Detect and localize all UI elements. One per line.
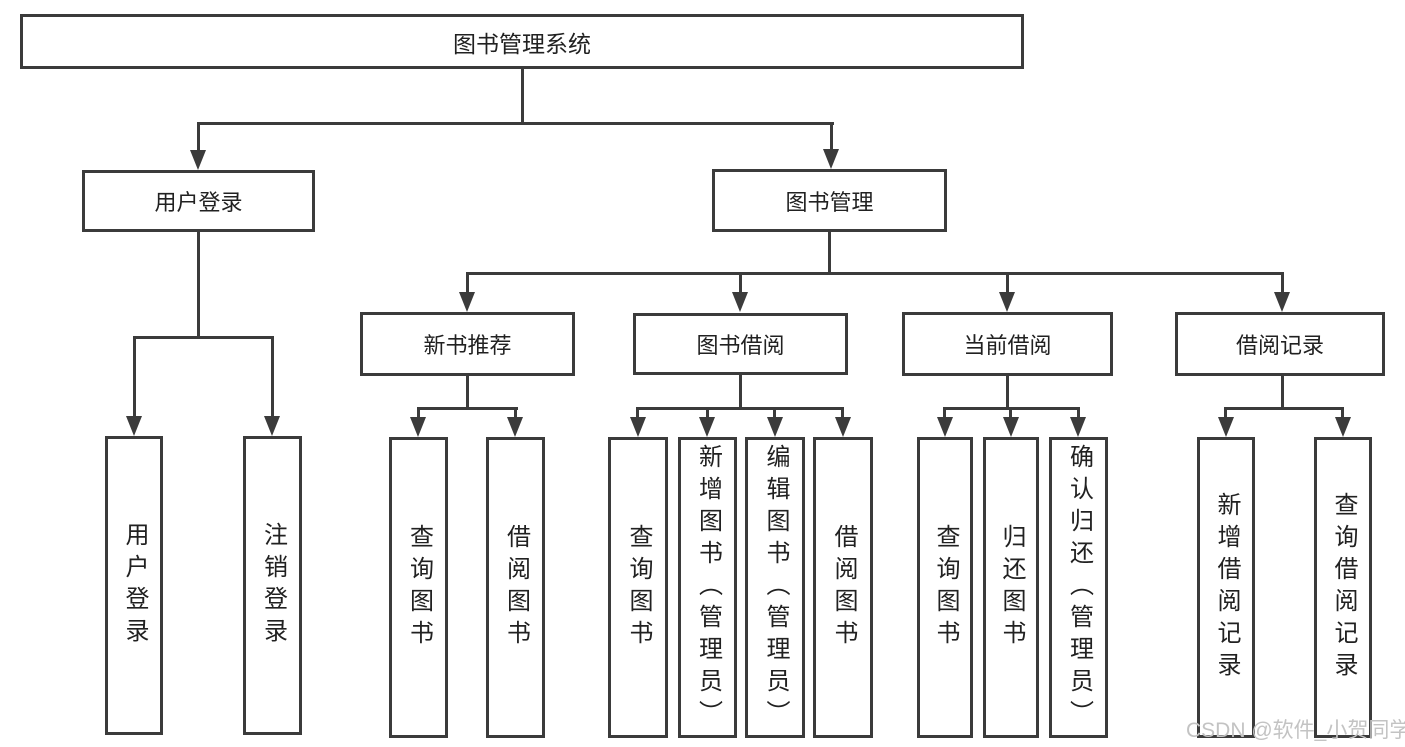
connector-line [133, 336, 274, 339]
leaf-add-books-admin: 新增图书（管理员） [678, 437, 737, 738]
connector-line [1006, 272, 1009, 295]
connector-line [739, 375, 742, 409]
connector-line [417, 407, 518, 410]
leaf-query-books-current-label: 查询图书 [932, 523, 959, 652]
leaf-borrow-books-recommend: 借阅图书 [486, 437, 545, 738]
leaf-confirm-return-admin-label: 确认归还（管理员） [1065, 443, 1093, 732]
arrowhead-down-icon [459, 292, 475, 312]
arrowhead-down-icon [999, 292, 1015, 312]
connector-line [706, 407, 709, 420]
connector-line [1281, 272, 1284, 295]
leaf-edit-books-admin: 编辑图书（管理员） [745, 437, 805, 738]
connector-line [197, 232, 200, 336]
node-borrowing-records: 借阅记录 [1175, 312, 1385, 376]
leaf-query-books-recommend-label: 查询图书 [405, 523, 433, 652]
connector-line [773, 407, 776, 420]
leaf-add-books-admin-label: 新增图书（管理员） [694, 443, 722, 732]
connector-line [830, 122, 833, 152]
arrowhead-down-icon [264, 416, 280, 436]
leaf-add-borrow-record: 新增借阅记录 [1197, 437, 1255, 738]
connector-line [417, 407, 420, 420]
leaf-return-books-label: 归还图书 [998, 523, 1025, 652]
node-new-book-recommendation: 新书推荐 [360, 312, 575, 376]
node-book-borrowing: 图书借阅 [633, 313, 848, 375]
connector-line [841, 407, 844, 420]
connector-line [197, 122, 834, 125]
arrowhead-down-icon [732, 292, 748, 312]
leaf-user-login-label: 用户登录 [121, 521, 148, 650]
node-book-management-label: 图书管理 [785, 189, 874, 215]
arrowhead-down-icon [507, 417, 523, 437]
leaf-query-books-borrowing-label: 查询图书 [625, 523, 652, 652]
connector-line [1006, 376, 1009, 409]
csdn-watermark: CSDN @软件_小贺同学 [1186, 719, 1405, 742]
leaf-logout-label: 注销登录 [259, 521, 287, 650]
connector-line [636, 407, 844, 410]
arrowhead-down-icon [410, 417, 426, 437]
leaf-confirm-return-admin: 确认归还（管理员） [1049, 437, 1108, 738]
connector-line [636, 407, 639, 420]
arrowhead-down-icon [835, 417, 851, 437]
arrowhead-down-icon [630, 417, 646, 437]
connector-line [1077, 407, 1080, 420]
root-node-library-system: 图书管理系统 [20, 14, 1024, 69]
arrowhead-down-icon [823, 149, 839, 169]
leaf-add-borrow-record-label: 新增借阅记录 [1213, 491, 1240, 684]
arrowhead-down-icon [699, 417, 715, 437]
node-book-management: 图书管理 [712, 169, 947, 232]
leaf-query-borrow-record: 查询借阅记录 [1314, 437, 1372, 738]
connector-line [1009, 407, 1012, 420]
node-new-book-recommendation-label: 新书推荐 [423, 333, 512, 358]
leaf-query-borrow-record-label: 查询借阅记录 [1330, 491, 1357, 684]
arrowhead-down-icon [1274, 292, 1290, 312]
connector-line [1224, 407, 1344, 410]
connector-line [1341, 407, 1344, 420]
leaf-borrow-books-borrowing: 借阅图书 [813, 437, 873, 738]
leaf-query-books-current: 查询图书 [917, 437, 973, 738]
node-user-login-label: 用户登录 [154, 190, 243, 215]
connector-line [466, 272, 469, 295]
node-book-borrowing-label: 图书借阅 [696, 333, 785, 358]
connector-line [1281, 376, 1284, 409]
connector-line [197, 122, 200, 152]
leaf-logout: 注销登录 [243, 436, 302, 735]
connector-line [271, 336, 274, 420]
leaf-user-login: 用户登录 [105, 436, 163, 735]
arrowhead-down-icon [1003, 417, 1019, 437]
connector-line [739, 272, 742, 295]
arrowhead-down-icon [1070, 417, 1086, 437]
connector-line [514, 407, 517, 420]
arrowhead-down-icon [190, 150, 206, 170]
node-borrowing-records-label: 借阅记录 [1235, 333, 1324, 358]
leaf-edit-books-admin-label: 编辑图书（管理员） [762, 443, 789, 732]
leaf-borrow-books-borrowing-label: 借阅图书 [830, 523, 857, 652]
arrowhead-down-icon [126, 416, 142, 436]
connector-line [828, 232, 831, 275]
arrowhead-down-icon [1218, 417, 1234, 437]
node-current-borrowing-label: 当前借阅 [963, 333, 1052, 358]
connector-line [1224, 407, 1227, 420]
leaf-borrow-books-recommend-label: 借阅图书 [502, 523, 530, 652]
arrowhead-down-icon [767, 417, 783, 437]
connector-line [521, 69, 524, 123]
root-node-label: 图书管理系统 [453, 30, 591, 57]
arrowhead-down-icon [937, 417, 953, 437]
connector-line [943, 407, 946, 420]
arrowhead-down-icon [1335, 417, 1351, 437]
leaf-return-books: 归还图书 [983, 437, 1039, 738]
leaf-query-books-recommend: 查询图书 [389, 437, 448, 738]
leaf-query-books-borrowing: 查询图书 [608, 437, 668, 738]
connector-line [466, 272, 1284, 275]
connector-line [133, 336, 136, 420]
node-current-borrowing: 当前借阅 [902, 312, 1113, 376]
node-user-login: 用户登录 [82, 170, 315, 232]
connector-line [466, 376, 469, 409]
